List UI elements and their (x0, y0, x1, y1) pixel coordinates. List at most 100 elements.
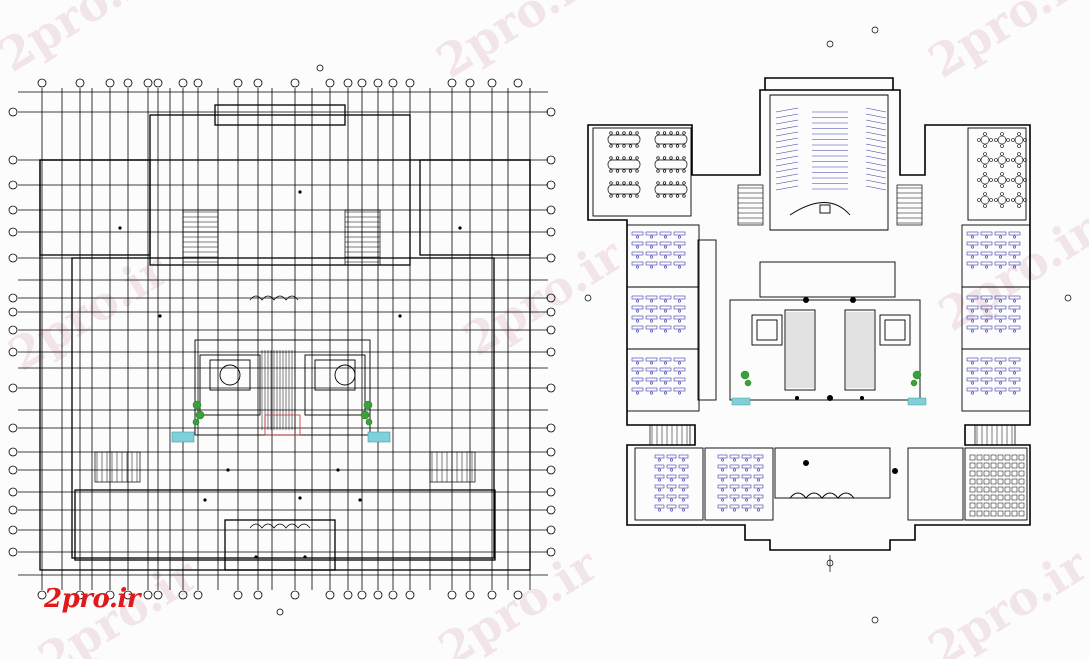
chair (984, 265, 988, 269)
seat-row (865, 167, 887, 173)
library-seat (983, 470, 990, 477)
desk (659, 305, 672, 310)
round-table (997, 175, 1007, 185)
chair (970, 265, 974, 269)
desk (966, 251, 979, 256)
grid-bubble (373, 590, 383, 600)
chair (628, 156, 633, 160)
grid-bubble (8, 180, 18, 190)
chair (656, 144, 660, 148)
grid-bubble (546, 383, 556, 393)
chair (622, 156, 626, 160)
grid-bubble (357, 590, 367, 600)
desk (753, 464, 764, 469)
grid-bubble (153, 590, 163, 600)
grid-bubble (178, 590, 188, 600)
chair (744, 498, 748, 502)
desk (645, 325, 658, 330)
desk (1008, 387, 1021, 392)
chair (656, 169, 660, 173)
chair (720, 458, 724, 462)
desk (645, 367, 658, 372)
round-table (997, 135, 1007, 145)
grid-bubble (546, 253, 556, 263)
seat-row (865, 161, 887, 167)
desk (673, 231, 686, 236)
chair (622, 131, 626, 135)
desk (1008, 251, 1021, 256)
grid-bubble (193, 590, 203, 600)
chair (662, 131, 667, 135)
round-table (1014, 155, 1024, 165)
meeting-room-left (592, 127, 692, 217)
chair (657, 508, 661, 512)
chair (663, 391, 667, 395)
chair (756, 488, 760, 492)
desk (659, 387, 672, 392)
chair (677, 381, 681, 385)
table (654, 134, 688, 145)
chair (1017, 184, 1021, 188)
chair (1023, 178, 1027, 182)
desk (980, 231, 993, 236)
chair (649, 371, 653, 375)
seat-row (865, 143, 887, 149)
desk (666, 504, 677, 509)
chair (1000, 204, 1004, 208)
grid-bubble (487, 78, 497, 88)
chair (609, 194, 613, 198)
grid-bubble (290, 590, 300, 600)
chair (1006, 158, 1010, 162)
desk (673, 377, 686, 382)
chair (984, 319, 988, 323)
grid-bubble (546, 505, 556, 515)
chair (984, 391, 988, 395)
fixtures (795, 297, 898, 474)
grid-bubble (546, 325, 556, 335)
library-seat (1004, 502, 1011, 509)
chair (669, 488, 673, 492)
library-seat (976, 454, 983, 461)
desk (645, 251, 658, 256)
desk (659, 241, 672, 246)
chair (970, 235, 974, 239)
chair (635, 381, 639, 385)
seat-row (775, 167, 799, 173)
desk (631, 325, 644, 330)
desk (659, 315, 672, 320)
seat-row (775, 113, 799, 119)
chair (1017, 164, 1021, 168)
desk (994, 357, 1007, 362)
chair (669, 169, 673, 173)
desk (678, 504, 689, 509)
chair (970, 329, 974, 333)
chair (756, 458, 760, 462)
chair (744, 458, 748, 462)
chair (1000, 152, 1004, 156)
chair (994, 138, 998, 142)
desk (659, 251, 672, 256)
desk (666, 454, 677, 459)
desk (994, 251, 1007, 256)
stair-blocks (649, 184, 1016, 446)
chair (656, 156, 660, 160)
grid-bubble (143, 78, 153, 88)
chair (675, 194, 680, 198)
chair (977, 178, 981, 182)
chair (609, 144, 613, 148)
library-seat (983, 454, 990, 461)
chair (744, 468, 748, 472)
desk (631, 377, 644, 382)
desk (659, 261, 672, 266)
grid-bubble (123, 590, 133, 600)
desk (717, 454, 728, 459)
column-dot (336, 468, 340, 472)
desk (673, 295, 686, 300)
grid-bubble (8, 205, 18, 215)
chair (681, 498, 685, 502)
chair (970, 381, 974, 385)
round-tables (977, 132, 1027, 208)
chair (681, 458, 685, 462)
library-seat (1018, 454, 1025, 461)
desk (645, 387, 658, 392)
